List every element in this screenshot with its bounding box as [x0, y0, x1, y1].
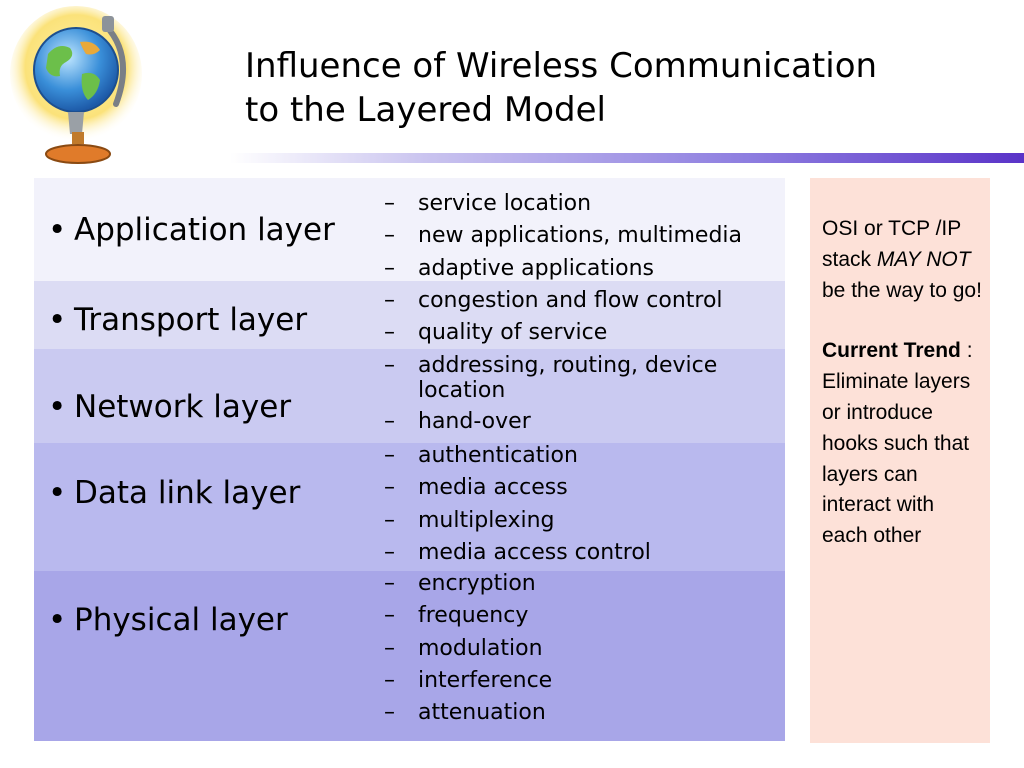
- layer-row-data-link: •Data link layer –authentication –media …: [34, 443, 785, 571]
- layer-label: Transport layer: [74, 302, 308, 338]
- issue-item: –attenuation: [384, 700, 546, 726]
- issue-item: –addressing, routing, device location: [384, 353, 718, 403]
- bullet: •: [48, 602, 67, 638]
- note-paragraph-2: Current Trend : Eliminate layers or intr…: [822, 339, 973, 548]
- issue-item: –media access: [384, 475, 568, 501]
- issue-item: –adaptive applications: [384, 255, 654, 281]
- issue-item: –multiplexing: [384, 507, 555, 533]
- layer-label: Application layer: [74, 212, 335, 248]
- issue-item: –authentication: [384, 443, 578, 468]
- layer-name-data-link: •Data link layer: [48, 475, 300, 511]
- issue-list-network: –addressing, routing, device location –h…: [384, 349, 718, 438]
- layer-label: Network layer: [74, 389, 292, 425]
- issue-item: –congestion and flow control: [384, 288, 723, 313]
- bullet: •: [48, 389, 67, 425]
- bullet: •: [48, 475, 67, 511]
- title-divider: [230, 153, 1024, 163]
- slide-title-line-2: to the Layered Model: [245, 90, 606, 130]
- layer-name-physical: •Physical layer: [48, 602, 288, 638]
- bullet: •: [48, 212, 67, 248]
- layer-row-network: •Network layer –addressing, routing, dev…: [34, 349, 785, 443]
- issue-item: –media access control: [384, 539, 651, 565]
- layer-name-transport: •Transport layer: [48, 302, 307, 338]
- layer-label: Physical layer: [74, 602, 288, 638]
- issue-item: –hand-over: [384, 409, 531, 434]
- issue-item: –quality of service: [384, 320, 608, 346]
- globe-icon: [10, 6, 142, 164]
- layer-row-transport: •Transport layer –congestion and flow co…: [34, 281, 785, 349]
- side-note: OSI or TCP /IP stack MAY NOT be the way …: [810, 178, 990, 743]
- issue-item: –frequency: [384, 603, 529, 629]
- issue-item: –new applications, multimedia: [384, 223, 743, 249]
- issue-item: –interference: [384, 667, 553, 693]
- issue-list-transport: –congestion and flow control –quality of…: [384, 285, 723, 350]
- layer-label: Data link layer: [74, 475, 301, 511]
- note-paragraph-1: OSI or TCP /IP stack MAY NOT be the way …: [822, 217, 982, 302]
- slide-title: Influence of Wireless Communication to t…: [245, 44, 1005, 132]
- layer-name-network: •Network layer: [48, 389, 291, 425]
- issue-item: –service location: [384, 191, 592, 216]
- issue-list-data-link: –authentication –media access –multiplex…: [384, 440, 651, 569]
- layer-name-application: •Application layer: [48, 212, 335, 248]
- issue-list-physical: –encryption –frequency –modulation –inte…: [384, 568, 552, 729]
- layer-row-application: •Application layer –service location –ne…: [34, 178, 785, 281]
- layer-row-physical: •Physical layer –encryption –frequency –…: [34, 571, 785, 741]
- layer-table: •Application layer –service location –ne…: [34, 178, 785, 741]
- bullet: •: [48, 302, 67, 338]
- slide-title-line-1: Influence of Wireless Communication: [245, 46, 878, 86]
- issue-item: –modulation: [384, 635, 543, 661]
- issue-list-application: –service location –new applications, mul…: [384, 188, 742, 285]
- issue-item: –encryption: [384, 571, 536, 596]
